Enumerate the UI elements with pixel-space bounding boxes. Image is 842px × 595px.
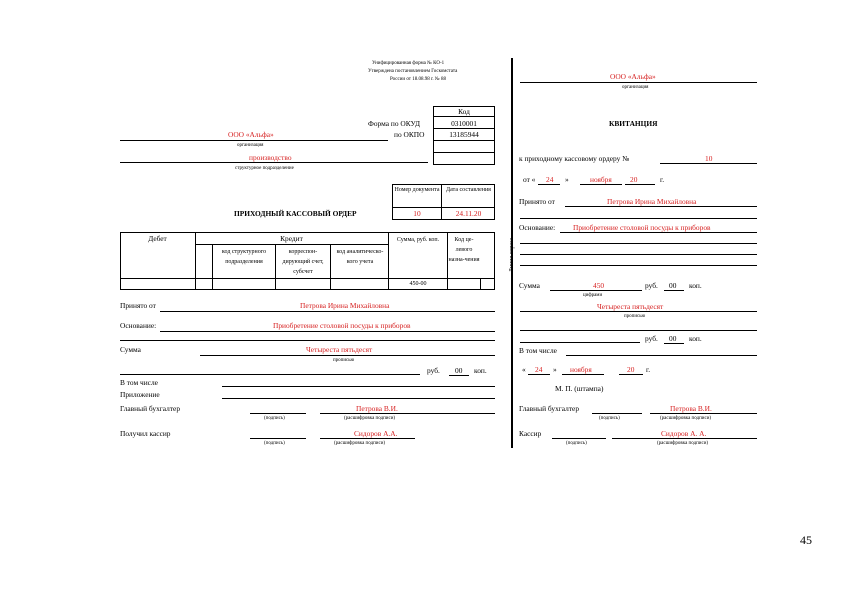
chief-accountant-label: Главный бухгалтер [120,404,181,413]
col-debit: Дебет [148,234,167,243]
kop-label: коп. [474,366,487,375]
accounting-table [120,232,495,290]
attachment-label: Приложение [120,390,160,399]
words-caption: прописью [333,358,355,363]
receipt-chief-accountant-name: Петрова В.И. [670,404,712,413]
receipt-words-caption: прописью [624,314,646,319]
doc-date-header: Дата составления [446,187,491,193]
sum-words: Четыреста пятьдесят [306,345,373,354]
received-from-label: Принято от [120,301,156,310]
form-unified: Унифицированная форма № КО-1 [372,61,445,66]
basis-value: Приобретение столовой посуды к приборов [273,321,411,330]
digits-caption: цифрами [583,293,603,298]
org-caption: организация [237,143,264,148]
col-corr: корреспон-дирующий счет, субсчет [282,249,324,275]
receipt-kop2-value: 00 [669,334,677,343]
receipt-sum-words: Четыреста пятьдесят [597,302,664,311]
col-sum: Сумма, руб. коп. [396,237,440,243]
page-number: 45 [800,533,812,547]
code-header: Код [458,107,470,116]
to-order-label: к приходному кассовому ордеру № [519,154,630,163]
cashier-decode-caption: (расшифровка подписи) [334,441,386,446]
receipt-decode-caption: (расшифровка подписи) [660,416,712,421]
receipt-basis-value: Приобретение столовой посуды к приборов [573,223,711,232]
chief-accountant-name: Петрова В.И. [356,404,398,413]
code-box [433,106,495,165]
date-quote-close: » [565,175,569,184]
col-credit: Кредит [280,234,303,243]
rub-label: руб. [427,366,440,375]
receipt-chief-accountant-label: Главный бухгалтер [519,404,580,413]
signature-caption: (подпись) [264,416,285,421]
receipt-rub: руб. [645,281,658,290]
receipt-kop-value: 00 [669,281,677,290]
doc-number-date-box [392,184,495,220]
doc-number-header: Номер документа [394,187,440,193]
received-from-value: Петрова Ирина Михайловна [300,301,390,310]
receipt-org-caption: организация [622,85,649,90]
receipt-sum-label: Сумма [519,281,540,290]
receipt-org-name: ООО «Альфа» [610,72,656,81]
receipt-title: КВИТАНЦИЯ [609,119,658,128]
cut-line-text: Линия отреза [509,237,515,273]
receipt-day2: 24 [535,365,543,374]
receipt-rub2: руб. [645,334,658,343]
dept-caption: структурное подразделение [235,166,294,171]
receipt-basis-label: Основание: [519,223,556,232]
receipt-received-from-label: Принято от [519,197,555,206]
cashier-label: Получил кассир [120,429,171,438]
col-anal: код аналитическо-кого учета [336,249,384,265]
okud-code: 0310001 [451,119,477,128]
receipt-signature-caption: (подпись) [599,416,620,421]
decode-caption: (расшифровка подписи) [344,416,396,421]
cashier-signature-caption: (подпись) [264,441,285,446]
date2-open: « [522,365,526,374]
form-approved: Утверждена постановлением Госкомстата [368,69,458,74]
receipt-signature-caption2: (подпись) [566,441,587,446]
receipt-cashier-label: Кассир [519,429,542,438]
okpo-code: 13185944 [449,130,479,139]
receipt-decode-caption2: (расшифровка подписи) [657,441,709,446]
sum-label: Сумма [120,345,141,354]
cut-line [511,58,513,448]
receipt-kop2: коп. [689,334,702,343]
date2-close: » [553,365,557,374]
kop-value: 00 [455,366,463,375]
okpo-label: по ОКПО [394,130,425,139]
sum-value: 450-00 [409,281,427,287]
receipt-including-label: В том числе [519,346,557,355]
receipt-kop: коп. [689,281,702,290]
okud-label: Форма по ОКУД [368,119,421,128]
receipt-day: 24 [546,175,554,184]
col-purpose: Код це-левого назна-чения [448,237,480,263]
receipt-year2: 20 [627,365,635,374]
date-from-label: от « [523,175,536,184]
receipt-month: ноября [590,175,612,184]
receipt-year: 20 [630,175,638,184]
org-name: ООО «Альфа» [228,130,274,139]
dept-name: производство [249,153,292,162]
cashier-name: Сидоров А.А. [354,429,398,438]
form-date: России от 18.08.98 г. № 88 [390,77,446,82]
order-title: ПРИХОДНЫЙ КАССОВЫЙ ОРДЕР [234,209,357,218]
basis-label: Основание: [120,321,157,330]
doc-number: 10 [413,209,421,218]
including-label: В том числе [120,378,158,387]
stamp-place: М. П. (штампа) [555,384,604,393]
receipt-month2: ноября [570,365,592,374]
receipt-received-from-value: Петрова Ирина Михайловна [607,197,697,206]
receipt-order-number: 10 [705,154,713,163]
receipt-sum-digits: 450 [593,281,605,290]
col-struct: код структурного подразделения [221,249,267,265]
year-suffix: г. [660,175,665,184]
doc-date: 24.11.20 [455,209,482,218]
year2-suffix: г. [646,365,651,374]
receipt-cashier-name: Сидоров А. А. [661,429,707,438]
